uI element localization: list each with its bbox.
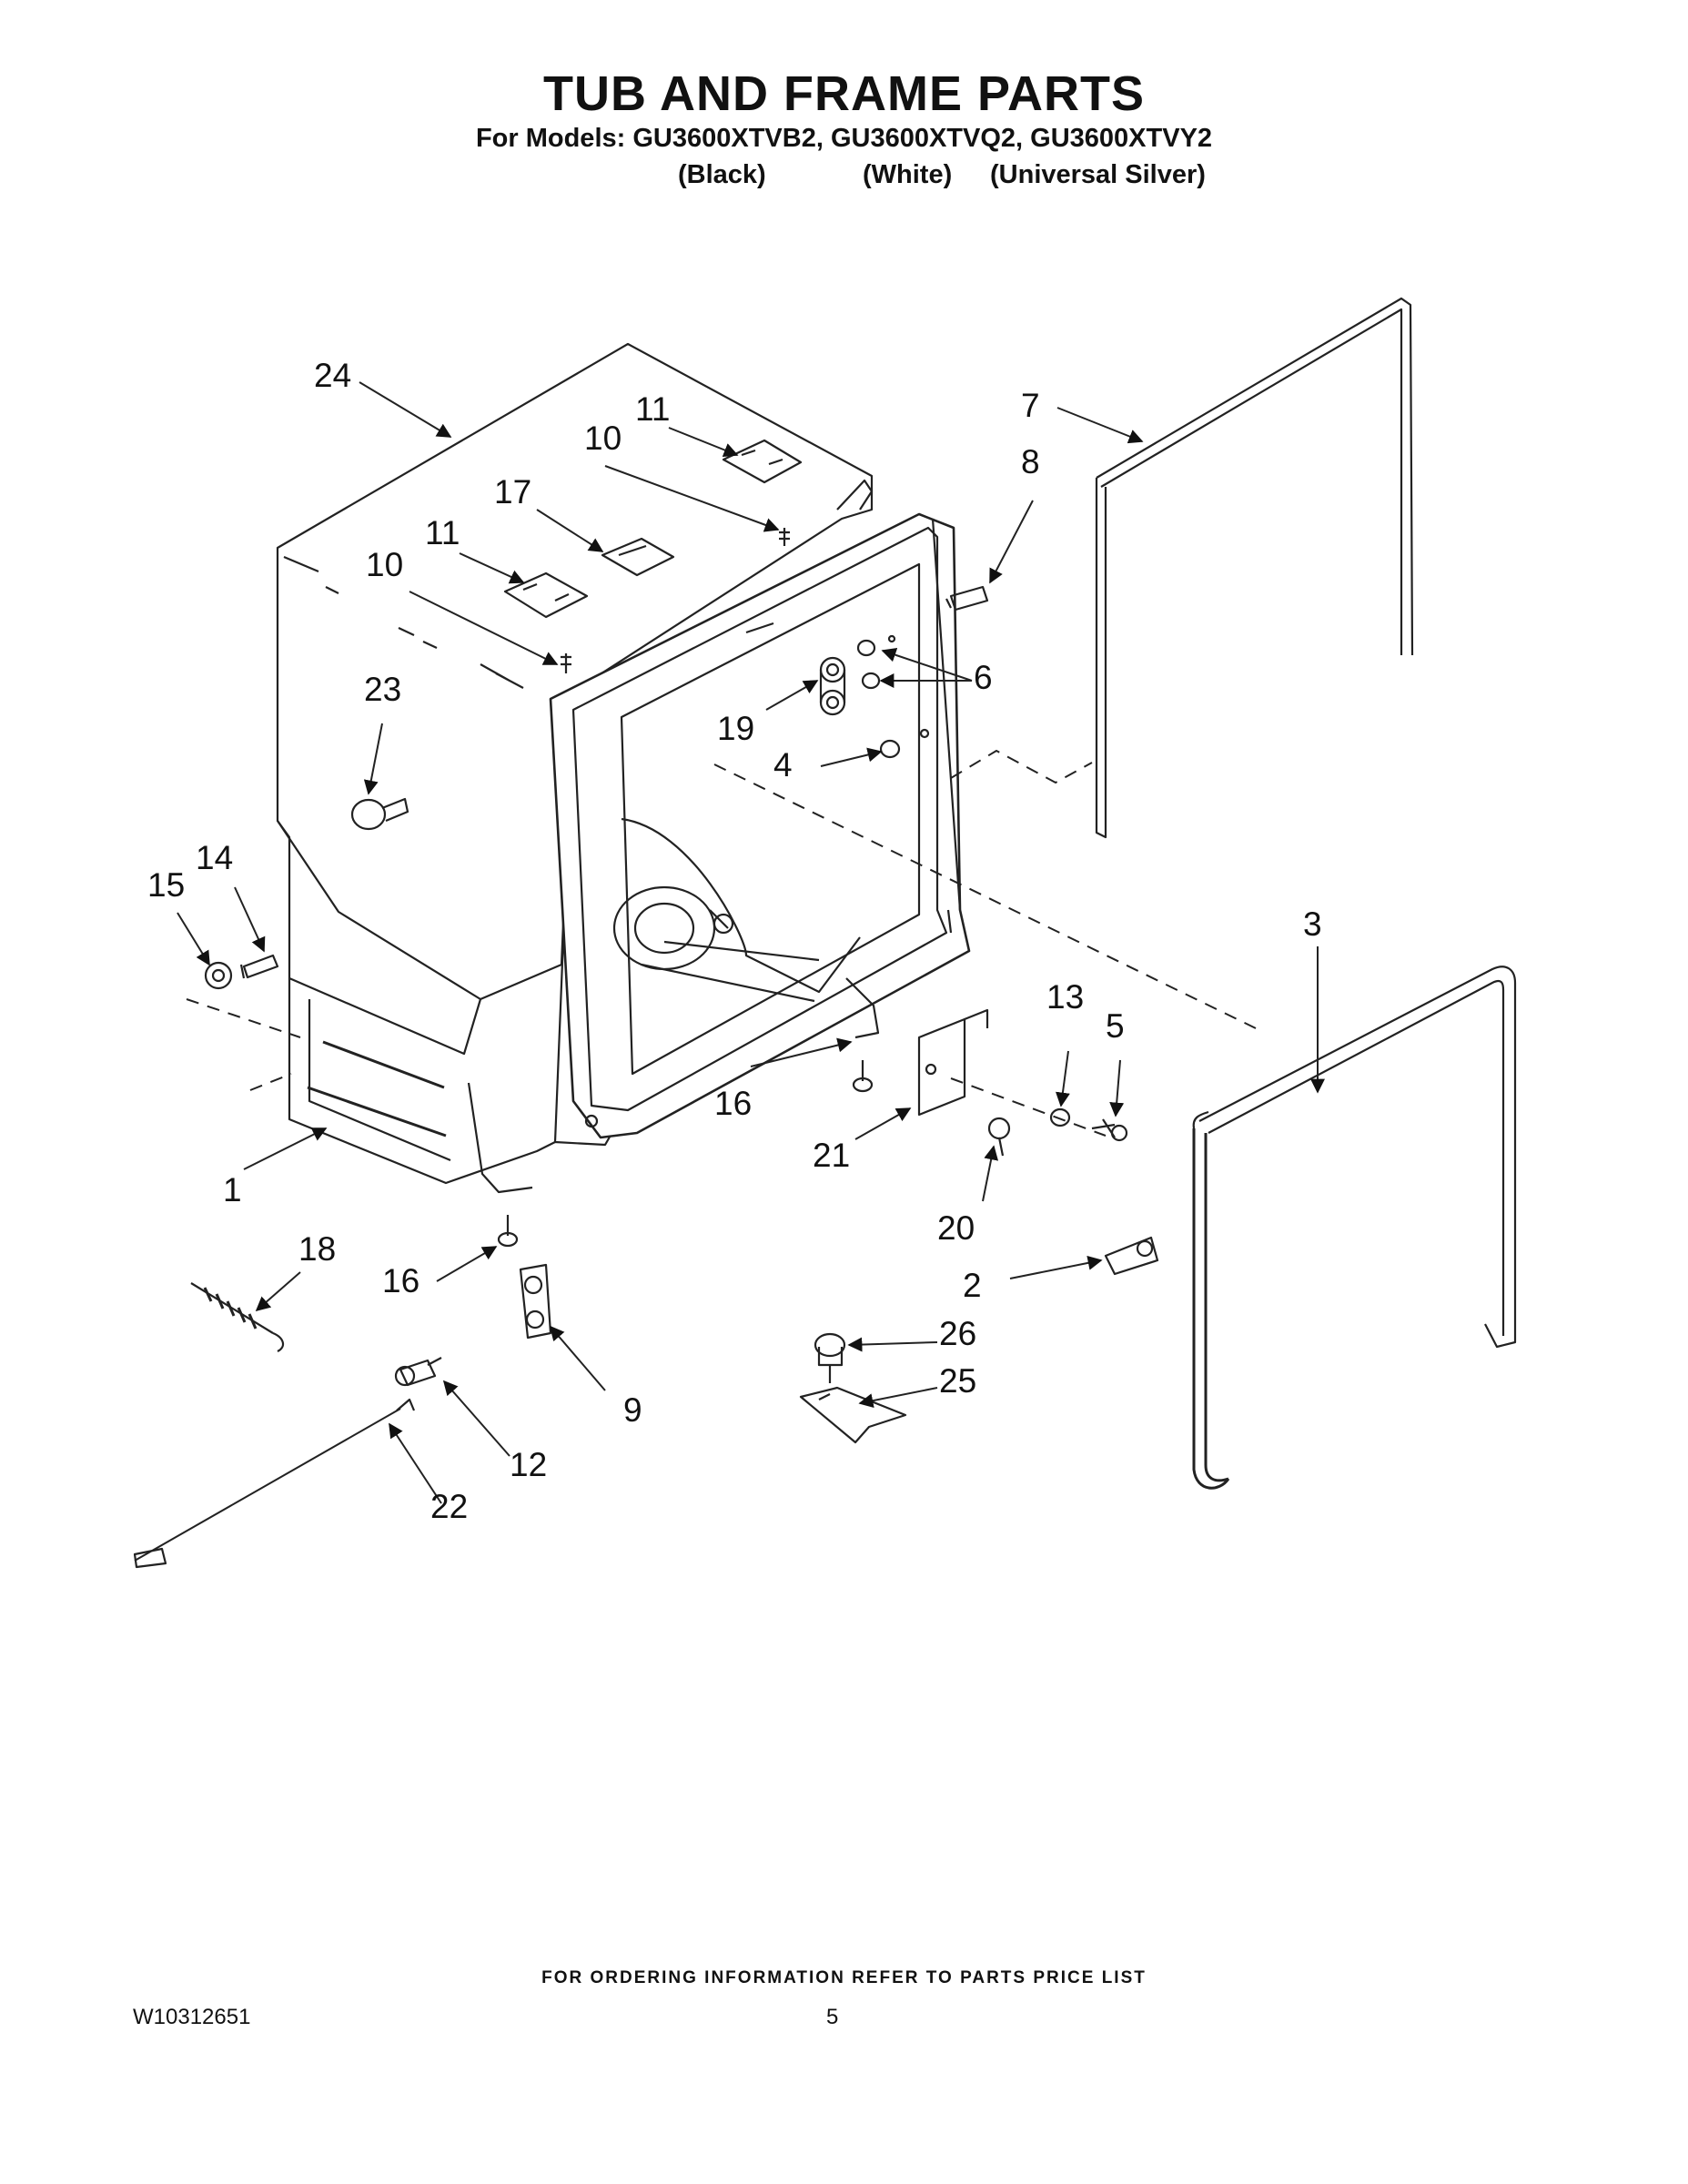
callout-2: 2	[963, 1267, 982, 1304]
page-number: 5	[826, 2005, 839, 2029]
hinge-bracket-left	[503, 571, 589, 619]
bumper-23	[350, 797, 409, 831]
color-white: (White)	[863, 160, 953, 189]
callout-14: 14	[196, 839, 233, 876]
callout-9: 9	[623, 1391, 642, 1429]
tub-gasket-3	[1192, 966, 1517, 1490]
hinge-bracket-right	[722, 439, 803, 484]
callout-24: 24	[314, 357, 351, 394]
ordering-note: FOR ORDERING INFORMATION REFER TO PARTS …	[541, 1968, 1147, 1987]
screw-20	[987, 1117, 1011, 1157]
callout-11-left: 11	[425, 514, 460, 551]
callout-16-upper: 16	[714, 1085, 752, 1122]
tub-assembly	[276, 342, 971, 1194]
roller-19	[819, 656, 846, 716]
leader-arrows	[177, 381, 1325, 1504]
color-black: (Black)	[678, 160, 766, 189]
callout-13: 13	[1046, 978, 1084, 1016]
callout-18: 18	[298, 1230, 336, 1268]
callout-7: 7	[1021, 387, 1040, 424]
callout-10-right: 10	[584, 420, 622, 457]
page-title: TUB AND FRAME PARTS	[543, 66, 1145, 121]
callout-20: 20	[937, 1209, 975, 1247]
bracket-21	[917, 1008, 989, 1117]
callout-15: 15	[147, 866, 185, 904]
models-line: For Models: GU3600XTVB2, GU3600XTVQ2, GU…	[475, 124, 1213, 153]
bolt-12	[394, 1357, 442, 1387]
callout-12: 12	[510, 1446, 547, 1483]
thermostat-26	[814, 1332, 846, 1383]
callout-3: 3	[1303, 905, 1322, 943]
callout-6: 6	[974, 659, 993, 696]
callout-19: 19	[717, 710, 754, 747]
screw-5	[1091, 1118, 1128, 1142]
washer-6	[856, 634, 896, 690]
clip-17	[601, 537, 675, 577]
callout-labels: 24 11 10 17 11 10 23 7 8 6 19 4 14 15 3 …	[147, 357, 1322, 1525]
callout-8: 8	[1021, 443, 1040, 480]
washer-13	[1049, 1107, 1071, 1127]
document-number: W10312651	[133, 2005, 251, 2029]
bracket-25	[799, 1386, 907, 1444]
screw-10-right	[779, 528, 790, 546]
nut-15	[204, 961, 233, 990]
roller-9	[519, 1263, 552, 1340]
callout-22: 22	[430, 1488, 468, 1525]
door-gasket-7	[1095, 297, 1414, 839]
callout-11-right: 11	[635, 390, 670, 428]
callout-26: 26	[939, 1315, 976, 1352]
color-universal-silver: (Universal Silver)	[990, 160, 1206, 189]
callout-5: 5	[1106, 1007, 1125, 1045]
cable-22	[133, 1398, 416, 1569]
callout-17: 17	[494, 473, 531, 511]
screw-10-left	[561, 653, 571, 673]
leveling-leg-16-upper	[852, 1060, 874, 1093]
callout-23: 23	[364, 671, 401, 708]
callout-25: 25	[939, 1362, 976, 1400]
alignment-lines	[186, 750, 1257, 1137]
callout-10-left: 10	[366, 546, 403, 583]
callout-4: 4	[773, 746, 793, 784]
spring-18	[190, 1282, 285, 1352]
callout-1: 1	[223, 1171, 242, 1208]
callout-21: 21	[813, 1137, 850, 1174]
screw-14	[239, 954, 279, 979]
leveling-leg-16-lower	[497, 1215, 519, 1248]
callout-16-lower: 16	[382, 1262, 419, 1299]
screw-8	[945, 585, 989, 612]
clamp-2	[1104, 1236, 1159, 1276]
